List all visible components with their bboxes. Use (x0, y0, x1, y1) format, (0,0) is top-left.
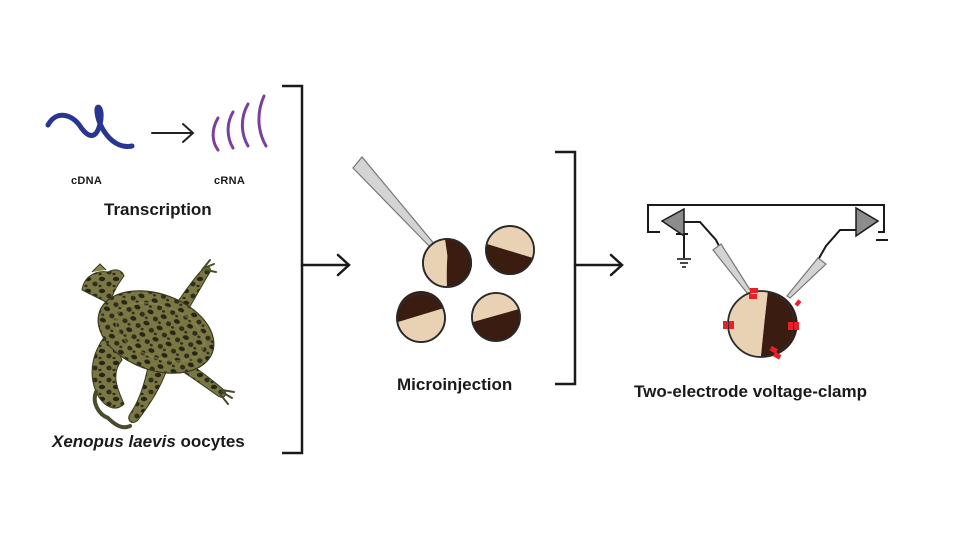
oocytes-caption: Xenopus laevis oocytes (52, 432, 245, 452)
cdna-strand-icon (45, 104, 135, 149)
arrow-to-voltage-clamp (573, 253, 624, 277)
clamped-oocyte (727, 290, 798, 358)
oocyte (471, 292, 521, 342)
frog-image (81, 259, 235, 430)
tevc-label: Two-electrode voltage-clamp (634, 382, 868, 401)
transcription-arrow (151, 123, 195, 143)
crna-label: cRNA (214, 175, 246, 187)
bracket-left (282, 84, 304, 455)
cdna-label: cDNA (71, 175, 103, 187)
transcription-label: Transcription (104, 200, 212, 219)
amplifier-triangle (855, 206, 880, 238)
injection-pipette-icon (352, 156, 437, 250)
amplifier-triangle (660, 207, 685, 238)
ground-icon (677, 258, 691, 268)
oocyte (422, 238, 472, 288)
oocyte (396, 290, 446, 343)
arrow-to-microinjection (300, 253, 351, 277)
oocytes-word: oocytes (180, 432, 245, 451)
electrode-pipette (786, 257, 827, 299)
ion-channel-markers (723, 288, 802, 360)
species-name: Xenopus laevis (52, 432, 176, 451)
crna-strands-icon (211, 94, 268, 152)
electrode-pipette (712, 243, 755, 299)
bracket-right (555, 150, 577, 386)
microinjection-label: Microinjection (397, 375, 513, 394)
oocyte (485, 225, 535, 276)
